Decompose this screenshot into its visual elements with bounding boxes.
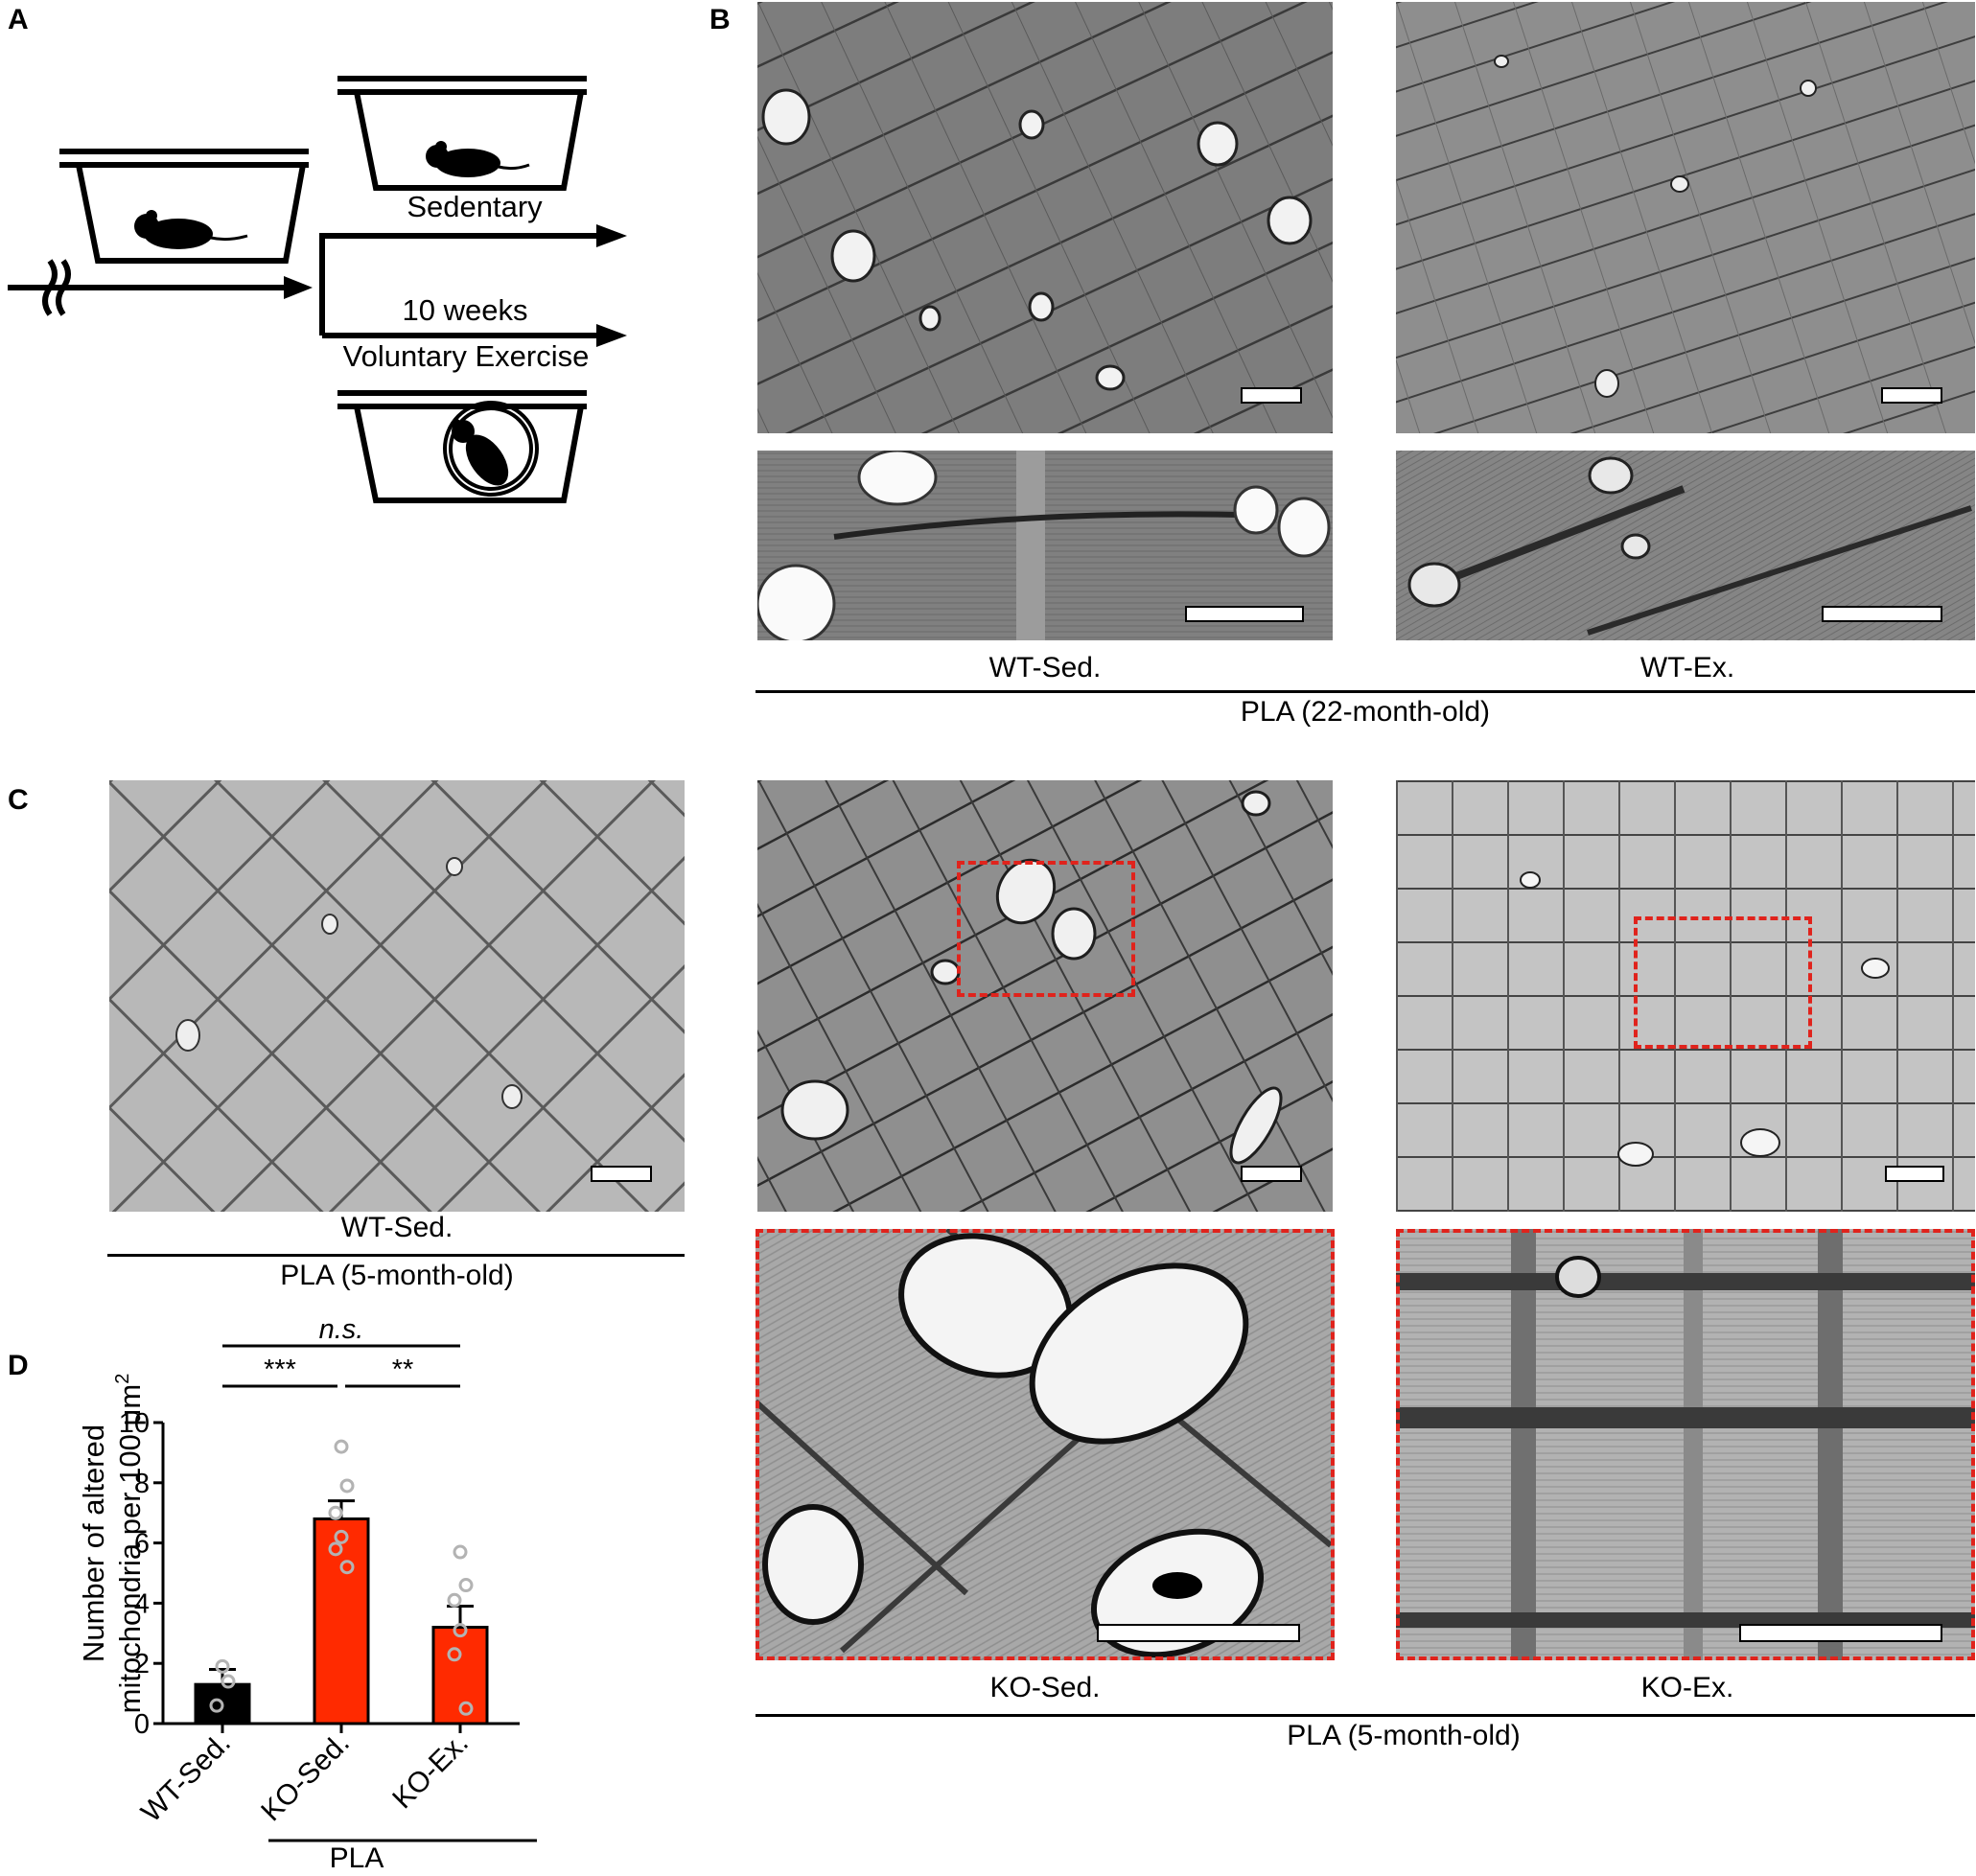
running-wheel-icon bbox=[443, 401, 539, 497]
data-point bbox=[215, 1658, 230, 1674]
panel-c-letter: C bbox=[8, 784, 29, 816]
scale-bar bbox=[591, 1166, 652, 1182]
x-tick-label: KO-Sed. bbox=[255, 1727, 356, 1828]
data-point bbox=[458, 1578, 474, 1593]
wt-sed-5mo-label: WT-Sed. bbox=[340, 1212, 453, 1243]
em-image-wt-sed-22mo bbox=[757, 2, 1333, 433]
significance-label: *** bbox=[264, 1355, 296, 1385]
ko-ex-label: KO-Ex. bbox=[1640, 1672, 1734, 1703]
pla-22-month-label: PLA (22-month-old) bbox=[1240, 696, 1491, 728]
data-point bbox=[453, 1623, 468, 1638]
wt-ex-label: WT-Ex. bbox=[1639, 652, 1735, 683]
y-tick-label: 6 bbox=[134, 1529, 150, 1560]
data-point bbox=[453, 1544, 468, 1560]
group-rule bbox=[756, 1714, 1975, 1717]
em-zoom-ko-ex-5mo bbox=[1396, 1229, 1975, 1660]
significance-label: ** bbox=[392, 1355, 414, 1385]
y-tick-label: 4 bbox=[134, 1588, 150, 1619]
scale-bar bbox=[1881, 387, 1942, 404]
scale-bar bbox=[1885, 1166, 1944, 1182]
em-image-ko-ex-5mo bbox=[1396, 780, 1975, 1212]
data-point bbox=[458, 1701, 474, 1716]
scale-bar bbox=[1241, 387, 1302, 404]
em-image-wt-sed-5mo bbox=[109, 780, 685, 1212]
y-axis-label-line1: Number of altered bbox=[77, 1424, 110, 1662]
fork-arrows bbox=[319, 233, 600, 338]
data-point bbox=[328, 1541, 343, 1557]
data-point bbox=[334, 1529, 349, 1544]
zoom-frame bbox=[1396, 1229, 1975, 1660]
arrow-head-icon bbox=[596, 324, 627, 347]
group-rule bbox=[107, 1254, 685, 1257]
scale-bar bbox=[1185, 606, 1304, 622]
data-point bbox=[221, 1674, 236, 1689]
exercise-schematic bbox=[8, 76, 627, 503]
scale-bar bbox=[1097, 1624, 1300, 1642]
x-group-label: PLA bbox=[330, 1842, 384, 1874]
bar-chart: Number of altered mitochondria per 100 μ… bbox=[77, 1323, 537, 1874]
y-axis-label-line2: mitochondria per 100 μm2 bbox=[112, 1374, 147, 1714]
data-point bbox=[339, 1478, 355, 1494]
y-tick-label: 8 bbox=[134, 1469, 150, 1499]
data-point bbox=[209, 1698, 224, 1713]
pla-5-month-label-wt: PLA (5-month-old) bbox=[280, 1260, 514, 1291]
y-tick-label: 2 bbox=[134, 1649, 150, 1679]
timeline-arrow bbox=[8, 259, 288, 316]
scale-bar bbox=[1822, 606, 1942, 622]
x-tick-label: KO-Ex. bbox=[386, 1727, 475, 1816]
wt-sed-label: WT-Sed. bbox=[988, 652, 1102, 683]
arrow-head-icon bbox=[284, 276, 313, 299]
mouse-icon bbox=[134, 210, 248, 249]
panel-b-letter: B bbox=[709, 4, 731, 35]
zoom-region-box bbox=[1634, 916, 1812, 1049]
ko-sed-label: KO-Sed. bbox=[989, 1672, 1101, 1703]
y-tick-label: 0 bbox=[134, 1709, 150, 1740]
em-image-wt-ex-22mo bbox=[1396, 2, 1975, 433]
left-cage-icon bbox=[59, 149, 309, 264]
data-point bbox=[334, 1439, 349, 1454]
sedentary-label: Sedentary bbox=[407, 190, 543, 223]
y-tick-label: 10 bbox=[119, 1408, 150, 1439]
exercise-label: Voluntary Exercise bbox=[342, 339, 590, 373]
data-point bbox=[339, 1560, 355, 1575]
significance-label: n.s. bbox=[319, 1323, 364, 1345]
mouse-icon bbox=[452, 419, 509, 486]
group-rule bbox=[756, 690, 1975, 693]
duration-label: 10 weeks bbox=[402, 293, 528, 327]
panel-d-letter: D bbox=[8, 1350, 29, 1381]
panel-a-letter: A bbox=[8, 4, 29, 35]
scale-bar bbox=[1739, 1624, 1942, 1642]
mouse-icon bbox=[426, 141, 530, 177]
x-tick-label: WT-Sed. bbox=[135, 1727, 237, 1829]
sedentary-cage-icon bbox=[337, 76, 587, 191]
data-point bbox=[328, 1505, 343, 1520]
em-zoom-ko-sed-5mo bbox=[756, 1229, 1335, 1660]
zoom-frame bbox=[756, 1229, 1335, 1660]
arrow-head-icon bbox=[596, 224, 627, 247]
pla-5-month-label-ko: PLA (5-month-old) bbox=[1287, 1720, 1521, 1751]
exercise-cage-icon bbox=[337, 390, 587, 503]
data-point bbox=[447, 1647, 462, 1662]
zoom-region-box bbox=[957, 861, 1135, 997]
data-point bbox=[447, 1592, 462, 1608]
scale-bar bbox=[1241, 1166, 1302, 1182]
